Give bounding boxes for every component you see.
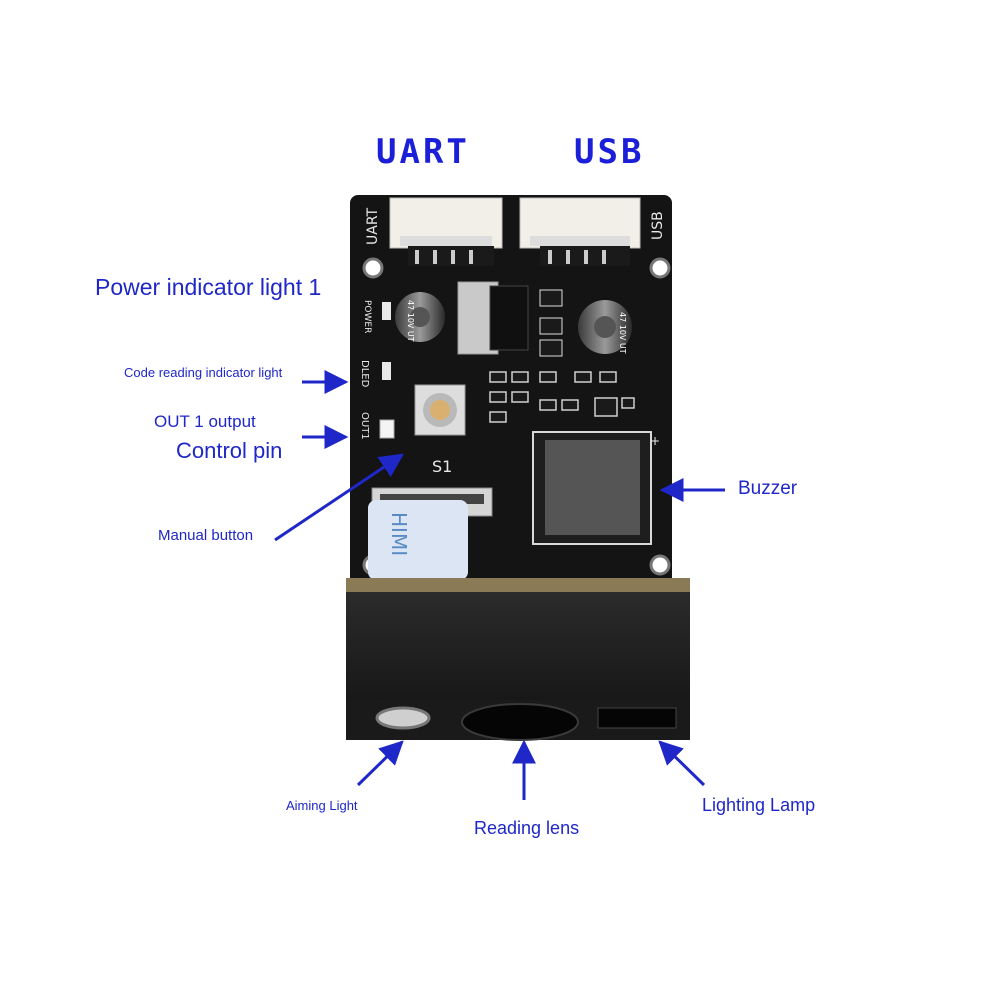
manual-button-label: Manual button bbox=[158, 527, 254, 544]
out1-led bbox=[379, 419, 395, 439]
passive-components bbox=[489, 371, 635, 423]
regulator-chip bbox=[457, 281, 563, 357]
silk-dled: DLED bbox=[359, 360, 370, 388]
ribbon-cable: HIMI bbox=[368, 500, 468, 580]
manual-push-button bbox=[414, 384, 466, 436]
silk-power: POWER bbox=[362, 300, 372, 333]
power-led bbox=[382, 302, 391, 320]
power-indicator-label: Power indicator light 1 bbox=[95, 274, 322, 300]
code-reading-indicator-label: Code reading indicator light bbox=[124, 365, 283, 380]
control-pin-label: Control pin bbox=[176, 438, 283, 463]
arrow-manual-button bbox=[274, 453, 404, 542]
out1-output-label: OUT 1 output bbox=[154, 412, 256, 431]
arrow-aiming-light bbox=[356, 740, 404, 787]
reading-lens-window bbox=[461, 703, 579, 741]
buzzer-component: + bbox=[532, 431, 660, 545]
callout-arrows bbox=[274, 370, 725, 800]
uart-connector bbox=[389, 197, 503, 266]
svg-text:HIMI: HIMI bbox=[387, 512, 411, 556]
aiming-light-window bbox=[375, 706, 431, 730]
capacitor-left: 47 10V UT bbox=[395, 292, 445, 342]
silk-uart: UART bbox=[365, 207, 381, 245]
dled-led bbox=[382, 362, 391, 380]
usb-heading: USB bbox=[574, 132, 645, 172]
scan-engine bbox=[346, 578, 690, 741]
svg-text:+: + bbox=[650, 434, 660, 448]
buzzer-label: Buzzer bbox=[738, 478, 798, 499]
reading-lens-label: Reading lens bbox=[474, 818, 580, 838]
arrow-lighting-lamp bbox=[658, 740, 706, 787]
silk-out1: OUT1 bbox=[359, 412, 370, 440]
silk-s1: S1 bbox=[432, 457, 452, 476]
aiming-light-label: Aiming Light bbox=[286, 798, 358, 813]
usb-connector bbox=[519, 197, 641, 266]
lighting-lamp-window bbox=[597, 707, 677, 729]
capacitor-right: 47 10V UT bbox=[578, 300, 632, 354]
svg-text:47 10V UT: 47 10V UT bbox=[618, 312, 627, 354]
svg-text:47 10V UT: 47 10V UT bbox=[406, 300, 415, 342]
uart-heading: UART bbox=[376, 132, 470, 172]
silk-usb: USB bbox=[650, 211, 666, 240]
lighting-lamp-label: Lighting Lamp bbox=[702, 795, 816, 815]
